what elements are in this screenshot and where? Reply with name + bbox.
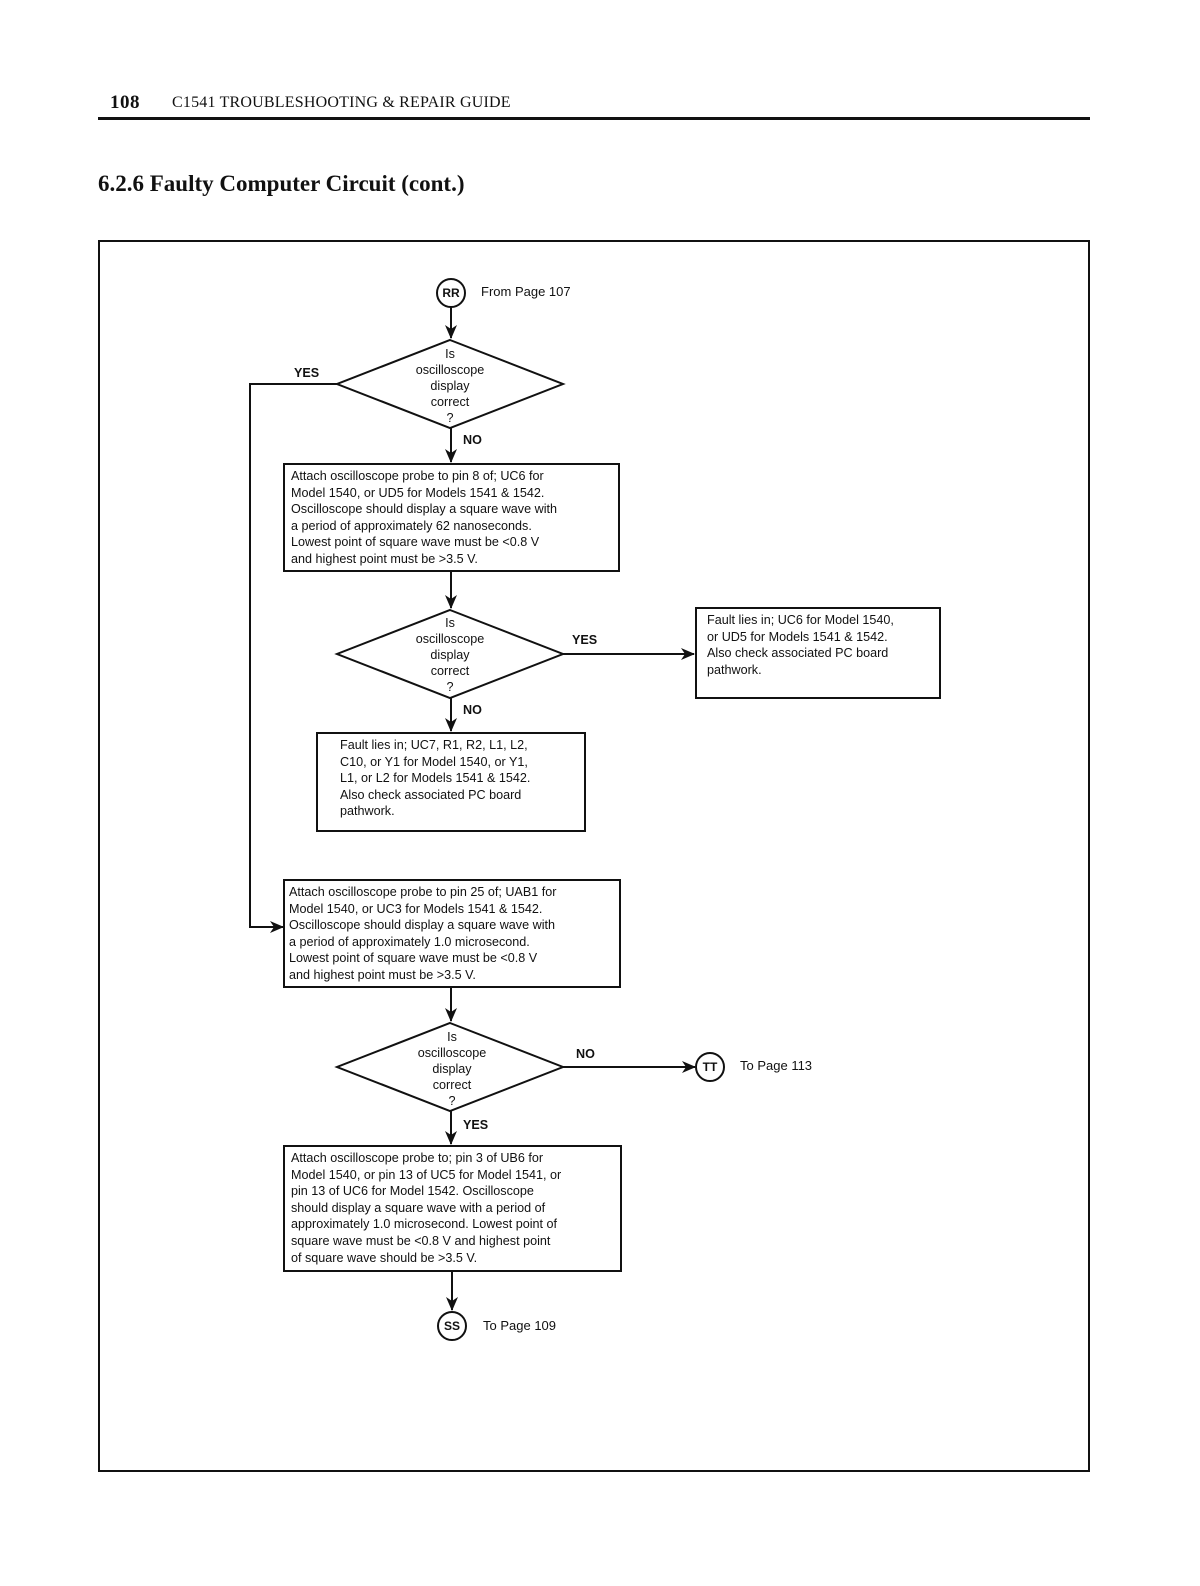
connector-ss-label: SS: [443, 1319, 460, 1333]
header-rule: [98, 117, 1090, 120]
flowchart-frame: [98, 240, 1090, 1472]
d3-yes-label: YES: [463, 1118, 489, 1132]
d2-yes-label: YES: [572, 633, 598, 647]
decision-2-text: Is oscilloscope display correct ?: [415, 616, 485, 694]
connector-tt: [695, 1052, 725, 1082]
step-3-box: Attach oscilloscope probe to; pin 3 of U…: [283, 1145, 622, 1272]
fault-uc7-box: Fault lies in; UC7, R1, R2, L1, L2, C10,…: [316, 732, 586, 832]
decision-1-text: Is oscilloscope display correct ?: [415, 347, 485, 425]
step-2-box: Attach oscilloscope probe to pin 25 of; …: [283, 879, 621, 988]
to-page-109-text: To Page 109: [483, 1318, 557, 1333]
from-page-text: From Page 107: [481, 284, 571, 299]
connector-ss: [437, 1311, 467, 1341]
page-number: 108: [110, 92, 140, 113]
step-1-box: Attach oscilloscope probe to pin 8 of; U…: [283, 463, 620, 572]
page-header: 108 C1541 TROUBLESHOOTING & REPAIR GUIDE: [98, 92, 1090, 120]
connector-rr-label: RR: [442, 286, 460, 300]
d3-no-label: NO: [576, 1047, 595, 1061]
section-title: 6.2.6 Faulty Computer Circuit (cont.): [98, 171, 465, 196]
book-title: C1541 TROUBLESHOOTING & REPAIR GUIDE: [172, 94, 511, 111]
edge-d1-yes: [249, 383, 337, 933]
d2-no-label: NO: [463, 703, 482, 717]
fault-uc6-box: Fault lies in; UC6 for Model 1540, or UD…: [695, 607, 941, 699]
decision-3-text: Is oscilloscope display correct ?: [417, 1030, 487, 1108]
d1-yes-label: YES: [294, 366, 320, 380]
to-page-113-text: To Page 113: [740, 1058, 813, 1073]
connector-tt-label: TT: [702, 1060, 718, 1074]
d1-no-label: NO: [463, 433, 482, 447]
